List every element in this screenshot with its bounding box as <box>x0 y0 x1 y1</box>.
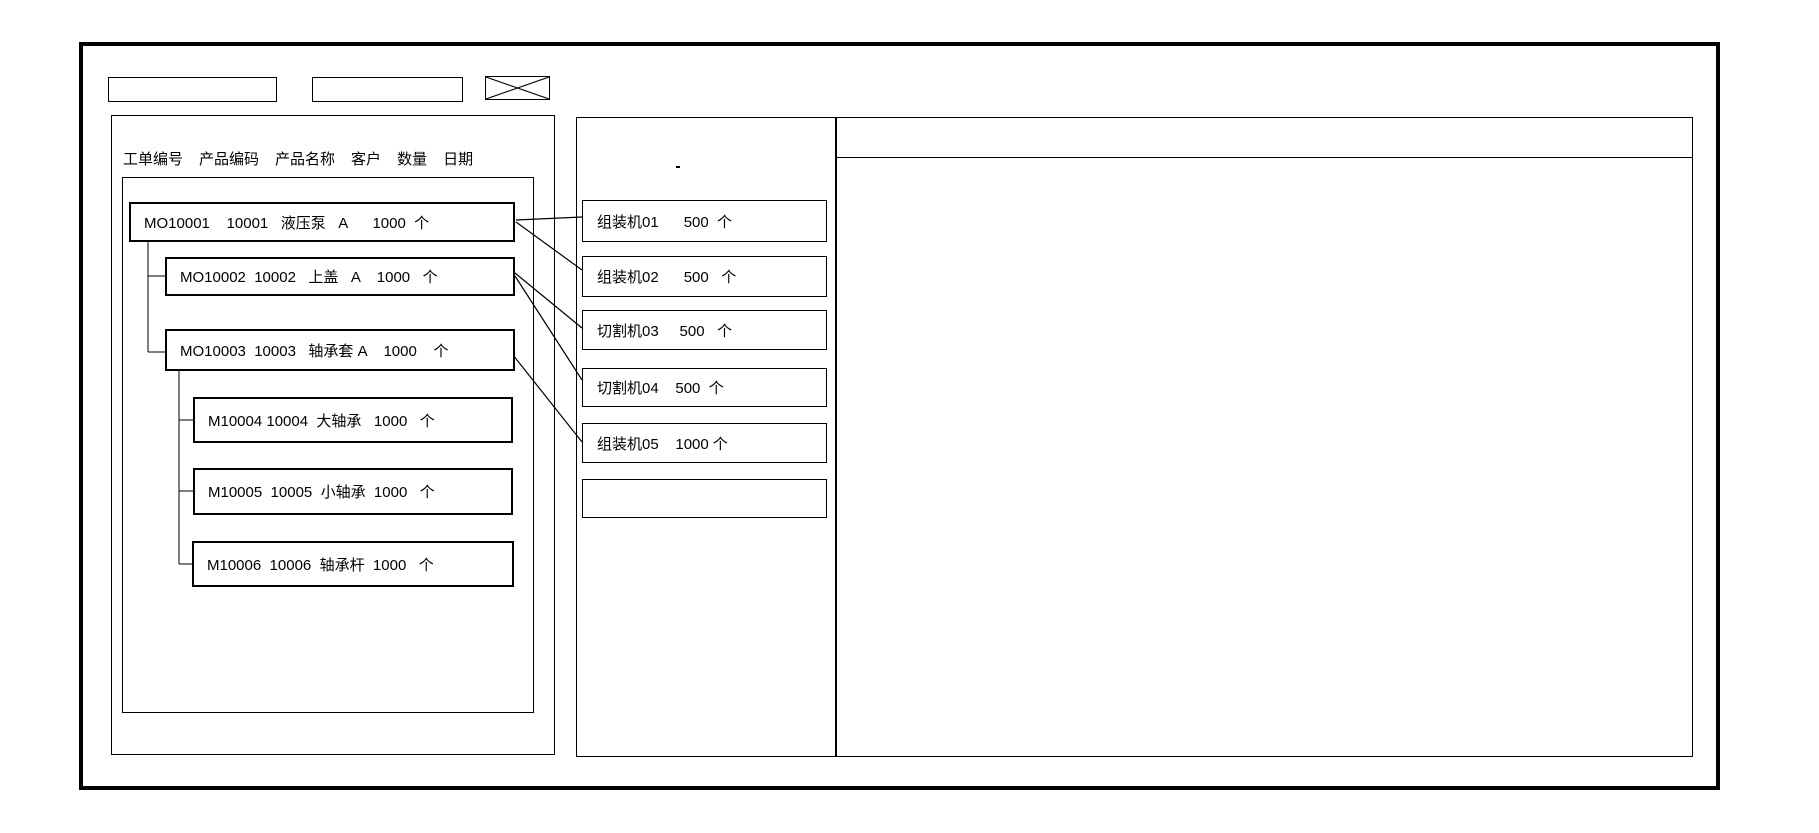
column-header-row: 工单编号 产品编码 产品名称 客户 数量 日期 <box>123 148 473 169</box>
column-header-product-code: 产品编码 <box>199 151 260 168</box>
machine-label: 组装机05 1000 个 <box>597 435 728 453</box>
work-order-box[interactable]: MO10003 10003 轴承套 A 1000 个 <box>165 329 515 371</box>
work-order-label: MO10002 10002 上盖 A 1000 个 <box>180 269 438 286</box>
column-header-customer: 客户 <box>351 151 382 168</box>
work-order-box[interactable]: M10006 10006 轴承杆 1000 个 <box>192 541 514 587</box>
toolbar-field-2[interactable] <box>312 77 463 102</box>
work-order-panel <box>111 115 555 755</box>
toolbar-field-1[interactable] <box>108 77 277 102</box>
machine-box[interactable]: 组装机02 500 个 <box>582 256 827 297</box>
machine-box[interactable]: 组装机05 1000 个 <box>582 423 827 463</box>
machine-box[interactable]: 切割机03 500 个 <box>582 310 827 350</box>
schedule-panel <box>836 117 1693 757</box>
schedule-header-divider <box>837 157 1692 158</box>
crossed-diagonals-icon <box>485 76 550 100</box>
image-placeholder-box <box>485 76 550 100</box>
work-order-label: M10004 10004 大轴承 1000 个 <box>208 412 435 430</box>
column-header-date: 日期 <box>443 151 474 168</box>
machine-label: 切割机04 500 个 <box>597 380 724 397</box>
work-order-label: MO10003 10003 轴承套 A 1000 个 <box>180 342 449 360</box>
machine-panel <box>576 117 836 757</box>
machine-box[interactable]: 组装机01 500 个 <box>582 200 827 242</box>
work-order-label: M10005 10005 小轴承 1000 个 <box>208 484 435 501</box>
column-header-order-no: 工单编号 <box>123 151 184 168</box>
machine-label: 组装机01 500 个 <box>597 213 733 231</box>
work-order-box[interactable]: M10005 10005 小轴承 1000 个 <box>193 468 513 515</box>
machine-label: 切割机03 500 个 <box>597 322 733 340</box>
dot-mark <box>676 166 680 168</box>
work-order-box[interactable]: M10004 10004 大轴承 1000 个 <box>193 397 513 443</box>
column-header-qty: 数量 <box>397 151 428 168</box>
work-order-tree <box>122 177 534 713</box>
window-frame <box>79 42 1720 790</box>
assignment-connector-lines <box>512 216 583 443</box>
work-order-box[interactable]: MO10001 10001 液压泵 A 1000 个 <box>129 202 515 242</box>
work-order-box[interactable]: MO10002 10002 上盖 A 1000 个 <box>165 257 515 296</box>
column-header-product-name: 产品名称 <box>275 151 336 168</box>
machine-box[interactable]: 切割机04 500 个 <box>582 368 827 407</box>
work-order-label: M10006 10006 轴承杆 1000 个 <box>207 556 434 574</box>
machine-label: 组装机02 500 个 <box>597 269 737 286</box>
work-order-label: MO10001 10001 液压泵 A 1000 个 <box>144 214 430 232</box>
tree-connector-lines <box>147 242 194 565</box>
machine-box-empty[interactable] <box>582 479 827 518</box>
